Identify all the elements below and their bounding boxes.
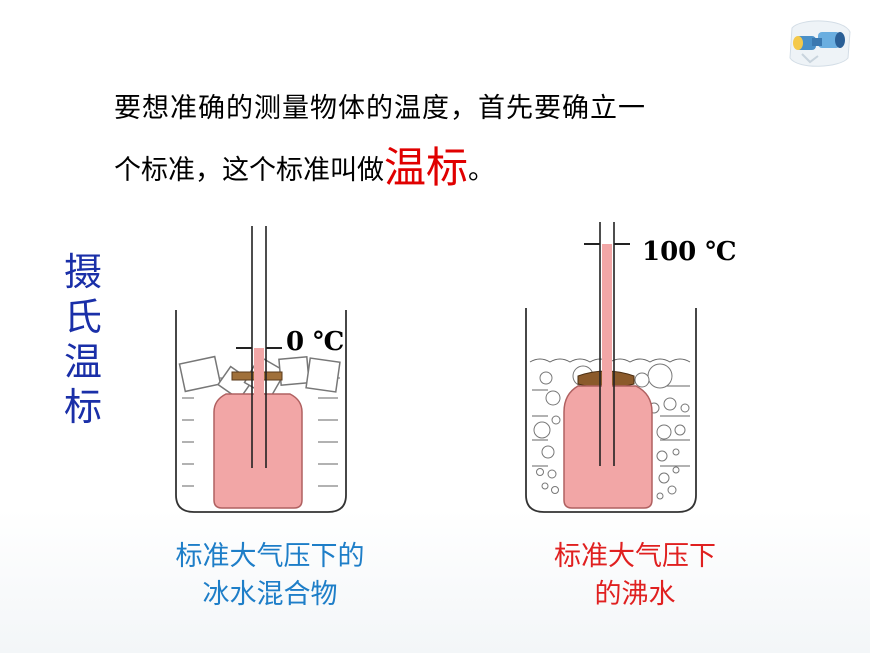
right-caption-line: 的沸水: [594, 579, 676, 610]
side-title-char: 温: [63, 340, 102, 384]
zero-degree-label: 0 ℃: [286, 327, 344, 357]
side-title-char: 摄: [63, 250, 102, 294]
intro-line-2-end: 。: [468, 155, 496, 186]
side-title-char: 氏: [63, 295, 102, 339]
bubbles: [533, 363, 690, 500]
right-liquid-column: [602, 244, 612, 458]
side-title-char: 标: [63, 385, 102, 429]
left-liquid-column: [254, 348, 264, 458]
intro-line-2: 个标准，这个标准叫做温标。: [114, 147, 774, 191]
intro-line-2-text: 个标准，这个标准叫做: [114, 155, 384, 186]
side-title: 摄 氏 温 标: [60, 250, 106, 430]
intro-text: 要想准确的测量物体的温度，首先要确立一 个标准，这个标准叫做温标。: [114, 88, 774, 191]
hundred-degree-label: 100 ℃: [642, 237, 736, 267]
left-caption: 标准大气压下的 冰水混合物: [140, 538, 400, 614]
left-caption-line: 标准大气压下的: [175, 541, 365, 572]
binoculars-icon: [788, 18, 852, 74]
right-beaker: [525, 222, 697, 513]
left-caption-line: 冰水混合物: [202, 579, 338, 610]
intro-line-1: 要想准确的测量物体的温度，首先要确立一: [114, 93, 646, 124]
left-beaker: [175, 226, 347, 513]
highlight-term: 温标: [384, 143, 469, 192]
right-caption-line: 标准大气压下: [554, 541, 716, 572]
right-caption: 标准大气压下 的沸水: [515, 538, 755, 614]
